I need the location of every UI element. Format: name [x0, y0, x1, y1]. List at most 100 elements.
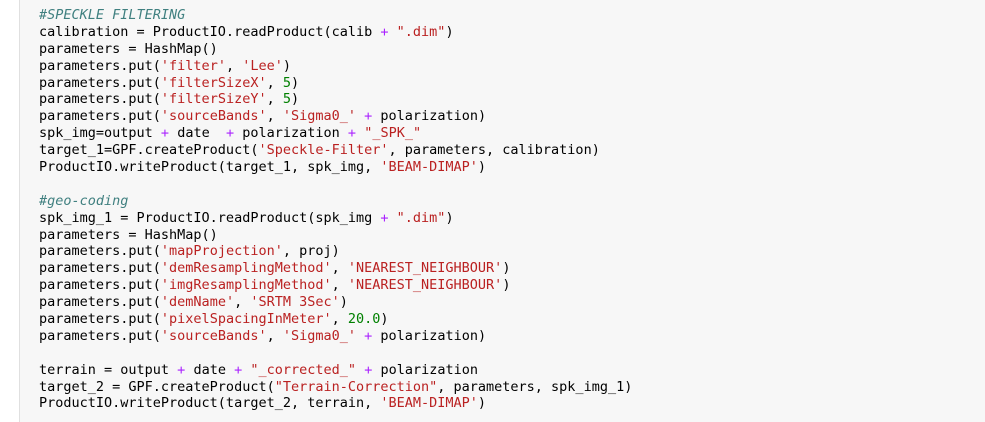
code-string: 'BEAM-DIMAP'	[380, 159, 478, 176]
code-operator: +	[177, 361, 186, 378]
code-text: parameters.put(	[39, 243, 161, 260]
code-text: date	[169, 125, 226, 142]
code-string: 'demResamplingMethod'	[160, 260, 332, 277]
code-text: polarization	[234, 125, 348, 142]
code-text: )	[339, 294, 348, 311]
code-line: parameters = HashMap()	[39, 227, 632, 244]
code-line: spk_img_1 = ProductIO.readProduct(spk_im…	[39, 210, 632, 227]
code-line: parameters = HashMap()	[39, 41, 632, 58]
code-text: parameters = HashMap()	[39, 226, 218, 243]
code-text: parameters.put(	[39, 74, 161, 91]
code-number: 20.0	[347, 311, 381, 328]
code-text: , parameters, spk_img_1)	[437, 378, 633, 395]
code-text: )	[445, 209, 454, 226]
code-string: 'Lee'	[242, 57, 283, 74]
code-text: calibration = ProductIO.readProduct(cali…	[39, 23, 381, 40]
code-string: 'NEAREST_NEIGHBOUR'	[347, 260, 503, 277]
code-comment: #geo-coding	[39, 192, 129, 209]
code-line: parameters.put('sourceBands', 'Sigma0_' …	[39, 328, 632, 345]
code-line: parameters.put('mapProjection', proj)	[39, 243, 632, 260]
code-text: ,	[331, 260, 348, 277]
code-string: "_corrected_"	[250, 361, 357, 378]
code-text	[356, 362, 364, 378]
code-text: , parameters, calibration)	[388, 142, 600, 159]
code-text	[389, 210, 397, 226]
code-operator: +	[364, 327, 373, 344]
code-string: 'SRTM 3Sec'	[250, 294, 340, 311]
code-string: 'demName'	[160, 294, 235, 311]
code-line: target_2 = GPF.createProduct("Terrain-Co…	[39, 379, 632, 396]
code-text: ,	[266, 327, 283, 344]
code-line: parameters.put('sourceBands', 'Sigma0_' …	[39, 108, 632, 125]
code-operator: +	[347, 125, 357, 142]
code-string: 'Sigma0_'	[282, 327, 357, 344]
code-text	[356, 328, 364, 344]
code-text	[389, 24, 397, 40]
code-text: parameters.put(	[39, 294, 161, 311]
code-text: parameters = HashMap()	[39, 40, 218, 57]
code-string: "Terrain-Correction"	[274, 378, 438, 395]
code-text: ,	[331, 277, 348, 294]
code-number: 5	[282, 91, 291, 108]
code-text: terrain = output	[39, 361, 178, 378]
code-text: ,	[331, 311, 348, 328]
code-line: ProductIO.writeProduct(target_2, terrain…	[39, 395, 632, 412]
code-text	[356, 125, 364, 141]
code-line: parameters.put('imgResamplingMethod', 'N…	[39, 277, 632, 294]
code-text: target_1=GPF.createProduct(	[39, 142, 259, 159]
code-string: 'Speckle-Filter'	[258, 142, 389, 159]
code-text: )	[380, 311, 389, 328]
code-text: )	[291, 74, 300, 91]
code-text: parameters.put(	[39, 260, 161, 277]
code-text: )	[502, 260, 511, 277]
code-operator: +	[225, 125, 235, 142]
code-text: spk_img=output	[39, 125, 161, 142]
code-string: 'pixelSpacingInMeter'	[160, 311, 332, 328]
code-text: )	[477, 159, 487, 176]
code-operator: +	[380, 209, 389, 226]
code-line: parameters.put('filterSizeX', 5)	[39, 75, 632, 92]
code-string: 'filterSizeY'	[160, 91, 267, 108]
code-line: parameters.put('filterSizeY', 5)	[39, 91, 632, 108]
code-operator: +	[160, 125, 170, 142]
code-line: terrain = output + date + "_corrected_" …	[39, 362, 632, 379]
code-string: 'mapProjection'	[160, 243, 283, 260]
code-line: spk_img=output + date + polarization + "…	[39, 125, 632, 142]
code-text: ,	[266, 108, 283, 125]
code-number: 5	[282, 74, 291, 91]
code-string: ".dim"	[396, 23, 446, 40]
code-text: polarization	[372, 361, 478, 378]
code-text: )	[477, 395, 487, 412]
code-line: parameters.put('filter', 'Lee')	[39, 58, 632, 75]
code-text: parameters.put(	[39, 311, 161, 328]
code-line	[39, 176, 632, 193]
code-text: )	[445, 23, 454, 40]
code-string: "_SPK_"	[364, 125, 422, 142]
code-text: parameters.put(	[39, 108, 161, 125]
code-string: 'sourceBands'	[160, 108, 267, 125]
code-text: ,	[225, 57, 243, 74]
code-string: ".dim"	[396, 209, 446, 226]
code-text	[356, 108, 364, 124]
code-text: date	[185, 361, 235, 378]
code-line	[39, 345, 632, 362]
code-line: parameters.put('demName', 'SRTM 3Sec')	[39, 294, 632, 311]
code-line: ProductIO.writeProduct(target_1, spk_img…	[39, 159, 632, 176]
code-text: )	[282, 57, 291, 74]
code-text: ProductIO.writeProduct(target_1, spk_img…	[39, 159, 381, 176]
code-text: parameters.put(	[39, 327, 161, 344]
code-text: spk_img_1 = ProductIO.readProduct(spk_im…	[39, 209, 381, 226]
code-operator: +	[364, 108, 373, 125]
code-text: ProductIO.writeProduct(target_2, terrain…	[39, 395, 381, 412]
code-string: 'filterSizeX'	[160, 74, 267, 91]
code-line: parameters.put('pixelSpacingInMeter', 20…	[39, 311, 632, 328]
code-line: target_1=GPF.createProduct('Speckle-Filt…	[39, 142, 632, 159]
code-string: 'NEAREST_NEIGHBOUR'	[347, 277, 503, 294]
code-text: parameters.put(	[39, 91, 161, 108]
code-text: parameters.put(	[39, 277, 161, 294]
code-operator: +	[380, 23, 389, 40]
code-string: 'Sigma0_'	[282, 108, 357, 125]
code-string: 'BEAM-DIMAP'	[380, 395, 478, 412]
